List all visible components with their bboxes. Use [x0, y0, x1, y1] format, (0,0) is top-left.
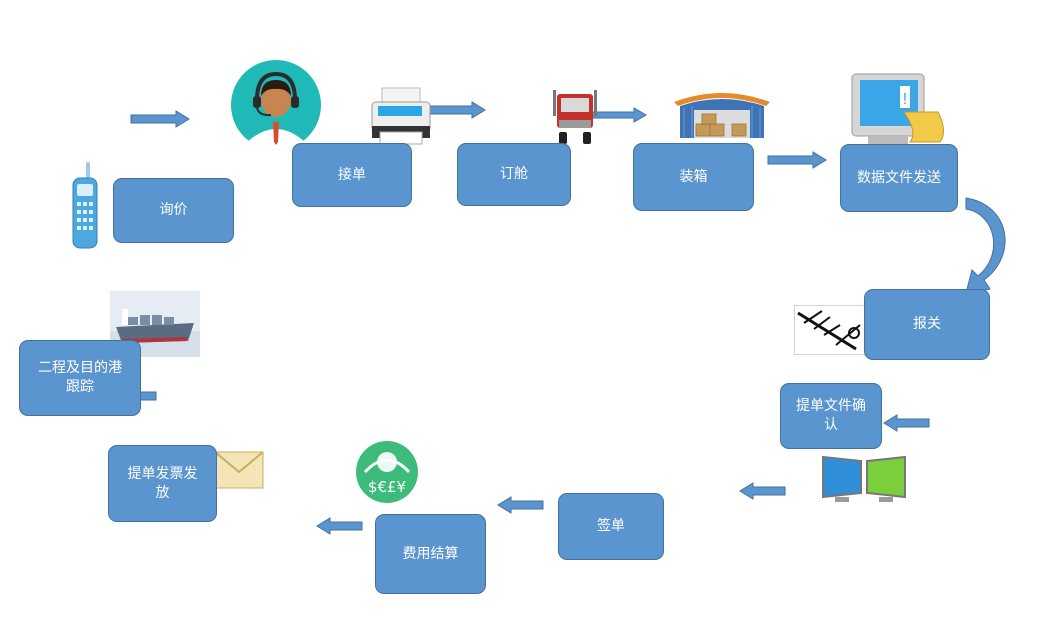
step-transship-tracking: 二程及目的港 跟踪	[19, 340, 141, 416]
customer-service-agent-icon	[231, 60, 321, 150]
currency-exchange-icon: $€£¥	[356, 441, 418, 503]
step-take-order: 接单	[292, 143, 412, 207]
truck-icon	[553, 90, 597, 144]
arrow-warehouse-to-computer	[767, 151, 827, 169]
arrow-fee-to-release	[316, 517, 363, 535]
arrow-sign-to-fee	[497, 496, 544, 514]
step-bl-invoice-release: 提单发票发 放	[108, 445, 217, 522]
envelope-icon	[214, 451, 264, 489]
printer-icon	[371, 87, 431, 145]
computer-sending-data-icon: !	[851, 73, 944, 146]
svg-text:$€£¥: $€£¥	[368, 478, 406, 496]
step-bl-file-confirm: 提单文件确 认	[780, 383, 882, 449]
arrow-to-bl-confirm	[883, 414, 930, 432]
svg-text:!: !	[903, 91, 907, 108]
dual-monitor-icon	[822, 455, 906, 502]
arrow-to-sign	[739, 482, 786, 500]
step-customs-declaration: 报关	[864, 289, 990, 360]
arrow-to-agent	[130, 110, 190, 128]
curved-arrow-to-customs	[965, 197, 1006, 294]
step-inquiry: 询价	[113, 178, 234, 243]
warehouse-icon	[674, 93, 770, 138]
step-data-file-send: 数据文件发送	[840, 144, 958, 212]
step-book-space: 订舱	[457, 143, 571, 206]
step-fee-settlement: 费用结算	[375, 514, 486, 594]
customs-scale-icon	[794, 305, 874, 355]
step-sign-bl: 签单	[558, 493, 664, 560]
cordless-phone-icon	[72, 162, 98, 249]
step-container-loading: 装箱	[633, 143, 754, 211]
